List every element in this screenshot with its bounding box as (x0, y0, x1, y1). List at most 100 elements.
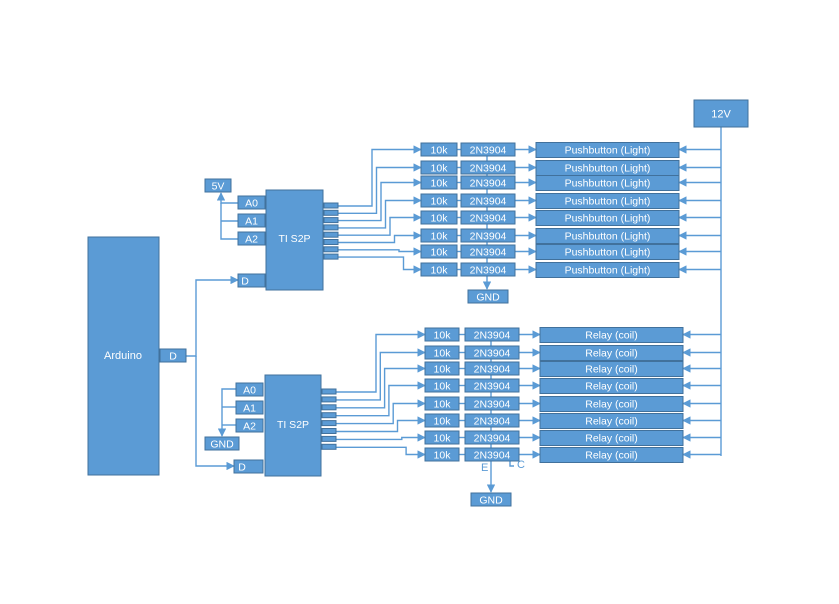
relay-coil: Relay (coil) (539, 430, 684, 446)
transistor-2n3904: 2N3904 (464, 430, 520, 445)
pushbutton-light-label: Pushbutton (Light) (565, 196, 651, 208)
output-wire (336, 330, 426, 393)
ground-bottom-left: GND (204, 436, 240, 451)
sr-output-pin (323, 202, 339, 209)
pushbutton-light-label: Pushbutton (Light) (565, 231, 651, 243)
sr-output-pin (321, 404, 337, 411)
transistor-label: 2N3904 (470, 145, 507, 157)
a2-tie (220, 203, 238, 240)
transistor-label: 2N3904 (470, 231, 507, 243)
supply-12v: 12V (693, 99, 749, 128)
resistor-10k: 10k (424, 430, 460, 445)
pushbutton-light: Pushbutton (Light) (535, 228, 680, 244)
sr-output-pin (321, 396, 337, 403)
sr-output-pin (321, 443, 337, 450)
bottom-a1-pin: A1 (235, 400, 264, 415)
transistor-label: 2N3904 (474, 416, 511, 428)
shift-register-bottom-label: TI S2P (277, 419, 309, 431)
top-a0-pin: A0 (237, 195, 266, 210)
bottom-a0-label: A0 (243, 385, 256, 397)
resistor-label: 10k (434, 330, 452, 342)
relay-coil: Relay (coil) (539, 345, 684, 361)
top-a2-pin: A2 (237, 231, 266, 246)
output-wire (336, 433, 426, 442)
resistor-10k: 10k (424, 396, 460, 411)
arduino-to-top-sr (186, 275, 239, 357)
resistor-10k: 10k (424, 361, 460, 376)
output-wire (336, 381, 426, 417)
pushbutton-light: Pushbutton (Light) (535, 210, 680, 226)
transistor-label: 2N3904 (474, 348, 511, 360)
output-wire (338, 163, 422, 215)
relay-coil: Relay (coil) (539, 413, 684, 429)
output-wire (338, 247, 422, 256)
output-wire (336, 399, 426, 425)
pushbutton-light-label: Pushbutton (Light) (565, 247, 651, 259)
resistor-label: 10k (434, 450, 452, 462)
transistor-label: 2N3904 (470, 265, 507, 277)
resistor-10k: 10k (420, 244, 458, 259)
resistor-label: 10k (434, 433, 452, 445)
ground-bottom-bank: GND (470, 492, 512, 507)
relay-coil: Relay (coil) (539, 447, 684, 463)
bottom-a0-pin: A0 (235, 382, 264, 397)
resistor-label: 10k (434, 348, 452, 360)
sr-output-pin (321, 388, 337, 395)
resistor-10k: 10k (420, 228, 458, 243)
collector-label: C (517, 459, 525, 471)
supply-5v: 5V (204, 178, 232, 193)
ground-bottom-bank-label: GND (479, 495, 503, 507)
pushbutton-light: Pushbutton (Light) (535, 193, 680, 209)
transistor-2n3904: 2N3904 (464, 447, 520, 462)
transistor-2n3904: 2N3904 (460, 228, 516, 243)
resistor-10k: 10k (424, 413, 460, 428)
resistor-10k: 10k (424, 447, 460, 462)
output-wire (338, 178, 422, 222)
pushbutton-light: Pushbutton (Light) (535, 244, 680, 260)
resistor-10k: 10k (420, 175, 458, 190)
resistor-10k: 10k (424, 327, 460, 342)
transistor-2n3904: 2N3904 (464, 345, 520, 360)
transistor-label: 2N3904 (470, 163, 507, 175)
resistor-label: 10k (434, 416, 452, 428)
shift-register-bottom: TI S2P (264, 374, 322, 477)
transistor-2n3904: 2N3904 (460, 193, 516, 208)
relay-coil-label: Relay (coil) (585, 330, 638, 342)
transistor-2n3904: 2N3904 (460, 142, 516, 157)
bottom-a2-pin: A2 (235, 418, 264, 433)
resistor-label: 10k (434, 381, 452, 393)
pushbutton-light: Pushbutton (Light) (535, 160, 680, 176)
transistor-label: 2N3904 (474, 330, 511, 342)
pushbutton-light-label: Pushbutton (Light) (565, 145, 651, 157)
transistor-2n3904: 2N3904 (464, 378, 520, 393)
ground-top-bank-label: GND (476, 292, 500, 304)
output-wire (336, 348, 426, 401)
top-d-pin: D (237, 273, 266, 288)
resistor-10k: 10k (420, 262, 458, 277)
resistor-label: 10k (431, 265, 449, 277)
output-wire (336, 416, 426, 433)
top-a1-label: A1 (245, 216, 258, 228)
relay-coil-label: Relay (coil) (585, 348, 638, 360)
sr-output-pin (321, 428, 337, 434)
transistor-label: 2N3904 (470, 213, 507, 225)
transistor-2n3904: 2N3904 (460, 210, 516, 225)
bottom-d-pin: D (233, 459, 264, 474)
relay-coil-label: Relay (coil) (585, 433, 638, 445)
shift-register-top-label: TI S2P (278, 233, 310, 245)
supply-5v-label: 5V (212, 181, 225, 193)
pushbutton-light-label: Pushbutton (Light) (565, 213, 651, 225)
bottom-a1-label: A1 (243, 403, 256, 415)
output-wire (338, 145, 422, 207)
transistor-label: 2N3904 (474, 450, 511, 462)
output-wire (338, 256, 422, 274)
top-a0-label: A0 (245, 198, 258, 210)
gnd-tie (217, 388, 236, 437)
sr-output-pin (323, 209, 339, 216)
resistor-10k: 10k (424, 378, 460, 393)
output-wire (336, 446, 426, 459)
output-wire (336, 364, 426, 409)
transistor-label: 2N3904 (470, 178, 507, 190)
